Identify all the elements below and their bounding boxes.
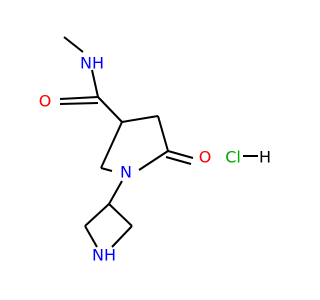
bond-n-carbonyl xyxy=(91,69,99,98)
atom-label-amide-nh: NH xyxy=(80,54,104,73)
bond-c2-c3 xyxy=(100,121,123,169)
atom-label-lactam-o: O xyxy=(199,148,212,167)
atom-label-ring-n: N xyxy=(120,163,132,182)
bond-aze-4 xyxy=(84,203,110,227)
bond-carbonyl-o-1 xyxy=(59,96,99,100)
bond-c5-n1 xyxy=(138,150,169,171)
bond-n1-c2 xyxy=(100,167,113,172)
bond-aze-3 xyxy=(84,225,98,248)
bond-c4-c5 xyxy=(157,115,169,152)
bond-aze-2 xyxy=(111,225,133,248)
bond-lactam-o-2 xyxy=(165,156,192,165)
bond-carbonyl-o-2 xyxy=(59,102,99,105)
bond-methyl-n xyxy=(63,36,84,53)
atom-label-amide-o: O xyxy=(39,92,52,111)
atom-label-azetidine-nh: NH xyxy=(92,246,116,265)
bond-n1-azetidine xyxy=(108,180,123,205)
salt-label-h: H xyxy=(259,148,271,167)
bond-lactam-o-1 xyxy=(167,150,194,159)
bond-carbonyl-c3 xyxy=(97,96,123,123)
diagram-canvas: NH O N O NH Cl H xyxy=(38,36,272,265)
bond-c3-c4 xyxy=(121,115,159,123)
chemical-structure: NH O N O NH Cl H xyxy=(39,36,271,265)
bond-aze-1 xyxy=(108,203,133,227)
salt-label-cl: Cl xyxy=(225,148,241,167)
